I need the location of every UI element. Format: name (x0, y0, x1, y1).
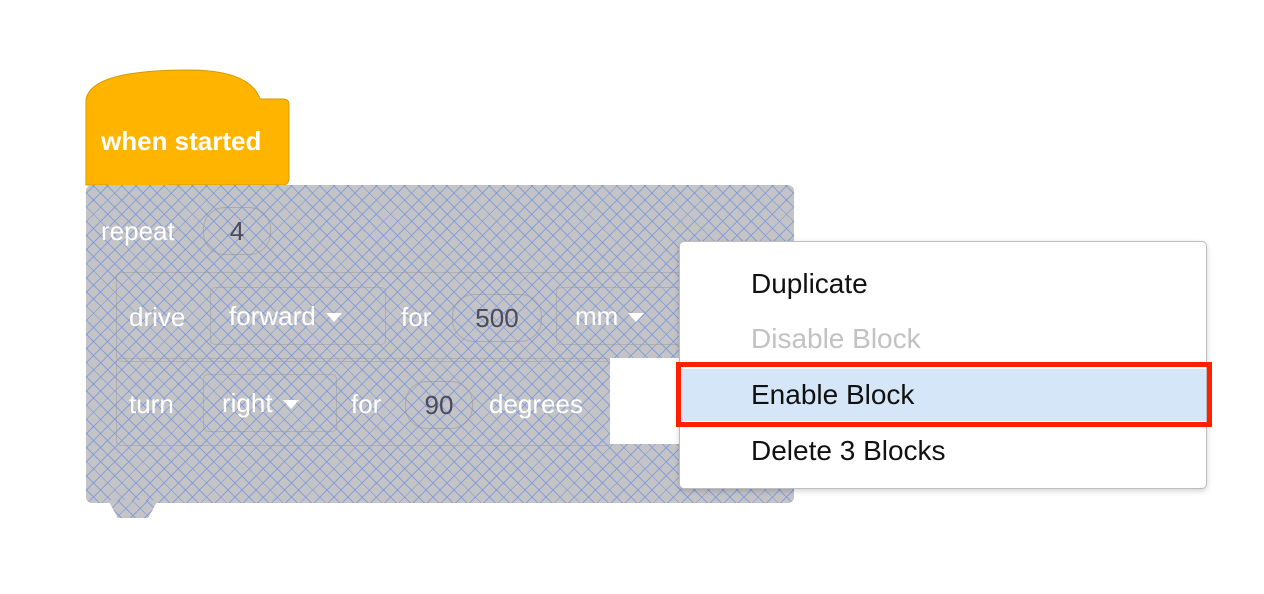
repeat-count-value: 4 (229, 215, 245, 246)
drive-unit-value: mm (575, 300, 619, 331)
chevron-down-icon (325, 312, 342, 322)
turn-degrees-label: degrees (489, 389, 583, 419)
turn-angle-value: 90 (424, 389, 454, 420)
menu-item-delete-blocks[interactable]: Delete 3 Blocks (751, 435, 946, 466)
drive-distance-value: 500 (475, 302, 519, 333)
drive-for-label: for (401, 302, 432, 332)
drive-label: drive (129, 302, 186, 332)
menu-item-duplicate[interactable]: Duplicate (751, 268, 868, 299)
turn-label: turn (129, 389, 174, 419)
when-started-label: when started (101, 126, 262, 156)
block-context-menu: Duplicate Disable Block Enable Block Del… (679, 241, 1207, 489)
chevron-down-icon (628, 312, 645, 322)
workspace-gap (610, 358, 682, 444)
menu-item-disable-block: Disable Block (751, 323, 921, 354)
turn-direction-dropdown[interactable]: right (203, 374, 337, 432)
chevron-down-icon (282, 399, 299, 409)
repeat-block-bottom-notch (108, 500, 158, 518)
turn-angle-input[interactable]: 90 (405, 381, 473, 429)
menu-item-enable-block[interactable]: Enable Block (680, 369, 1206, 421)
drive-distance-input[interactable]: 500 (452, 294, 542, 342)
repeat-count-input[interactable]: 4 (203, 207, 271, 255)
repeat-block[interactable] (86, 185, 794, 503)
turn-direction-value: right (222, 387, 273, 418)
drive-direction-value: forward (229, 300, 316, 331)
repeat-label: repeat (101, 216, 175, 246)
turn-for-label: for (351, 389, 382, 419)
drive-unit-dropdown[interactable]: mm (556, 287, 682, 345)
drive-direction-dropdown[interactable]: forward (210, 287, 386, 345)
